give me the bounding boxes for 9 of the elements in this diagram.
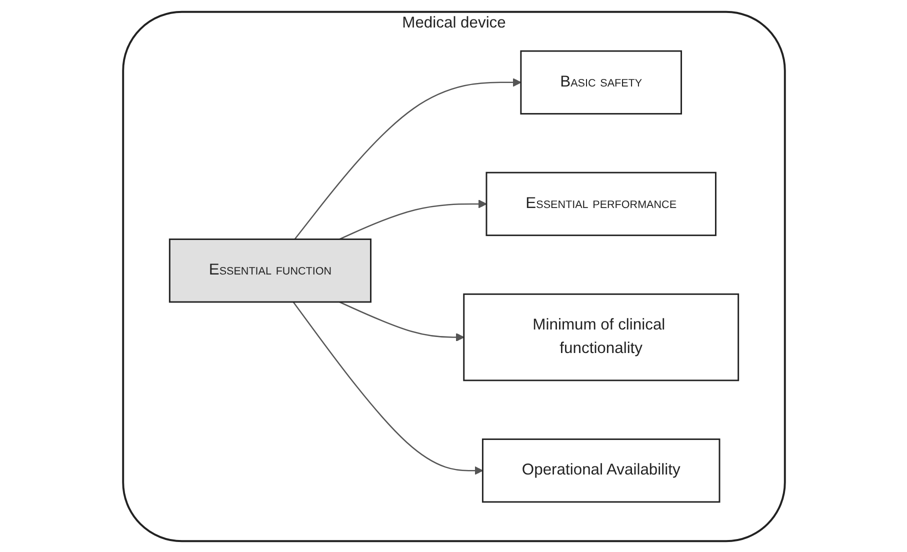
arrow: [294, 78, 521, 240]
arrow: [292, 301, 483, 474]
node-box: Essential function: [168, 238, 371, 302]
node-box: Essential performance: [485, 171, 716, 236]
arrow: [338, 199, 486, 240]
node-box: Minimum of clinical functionality: [462, 292, 739, 381]
node-box: Operational Availability: [481, 438, 720, 502]
node-box: Basic safety: [520, 50, 682, 114]
arrow: [338, 300, 464, 342]
